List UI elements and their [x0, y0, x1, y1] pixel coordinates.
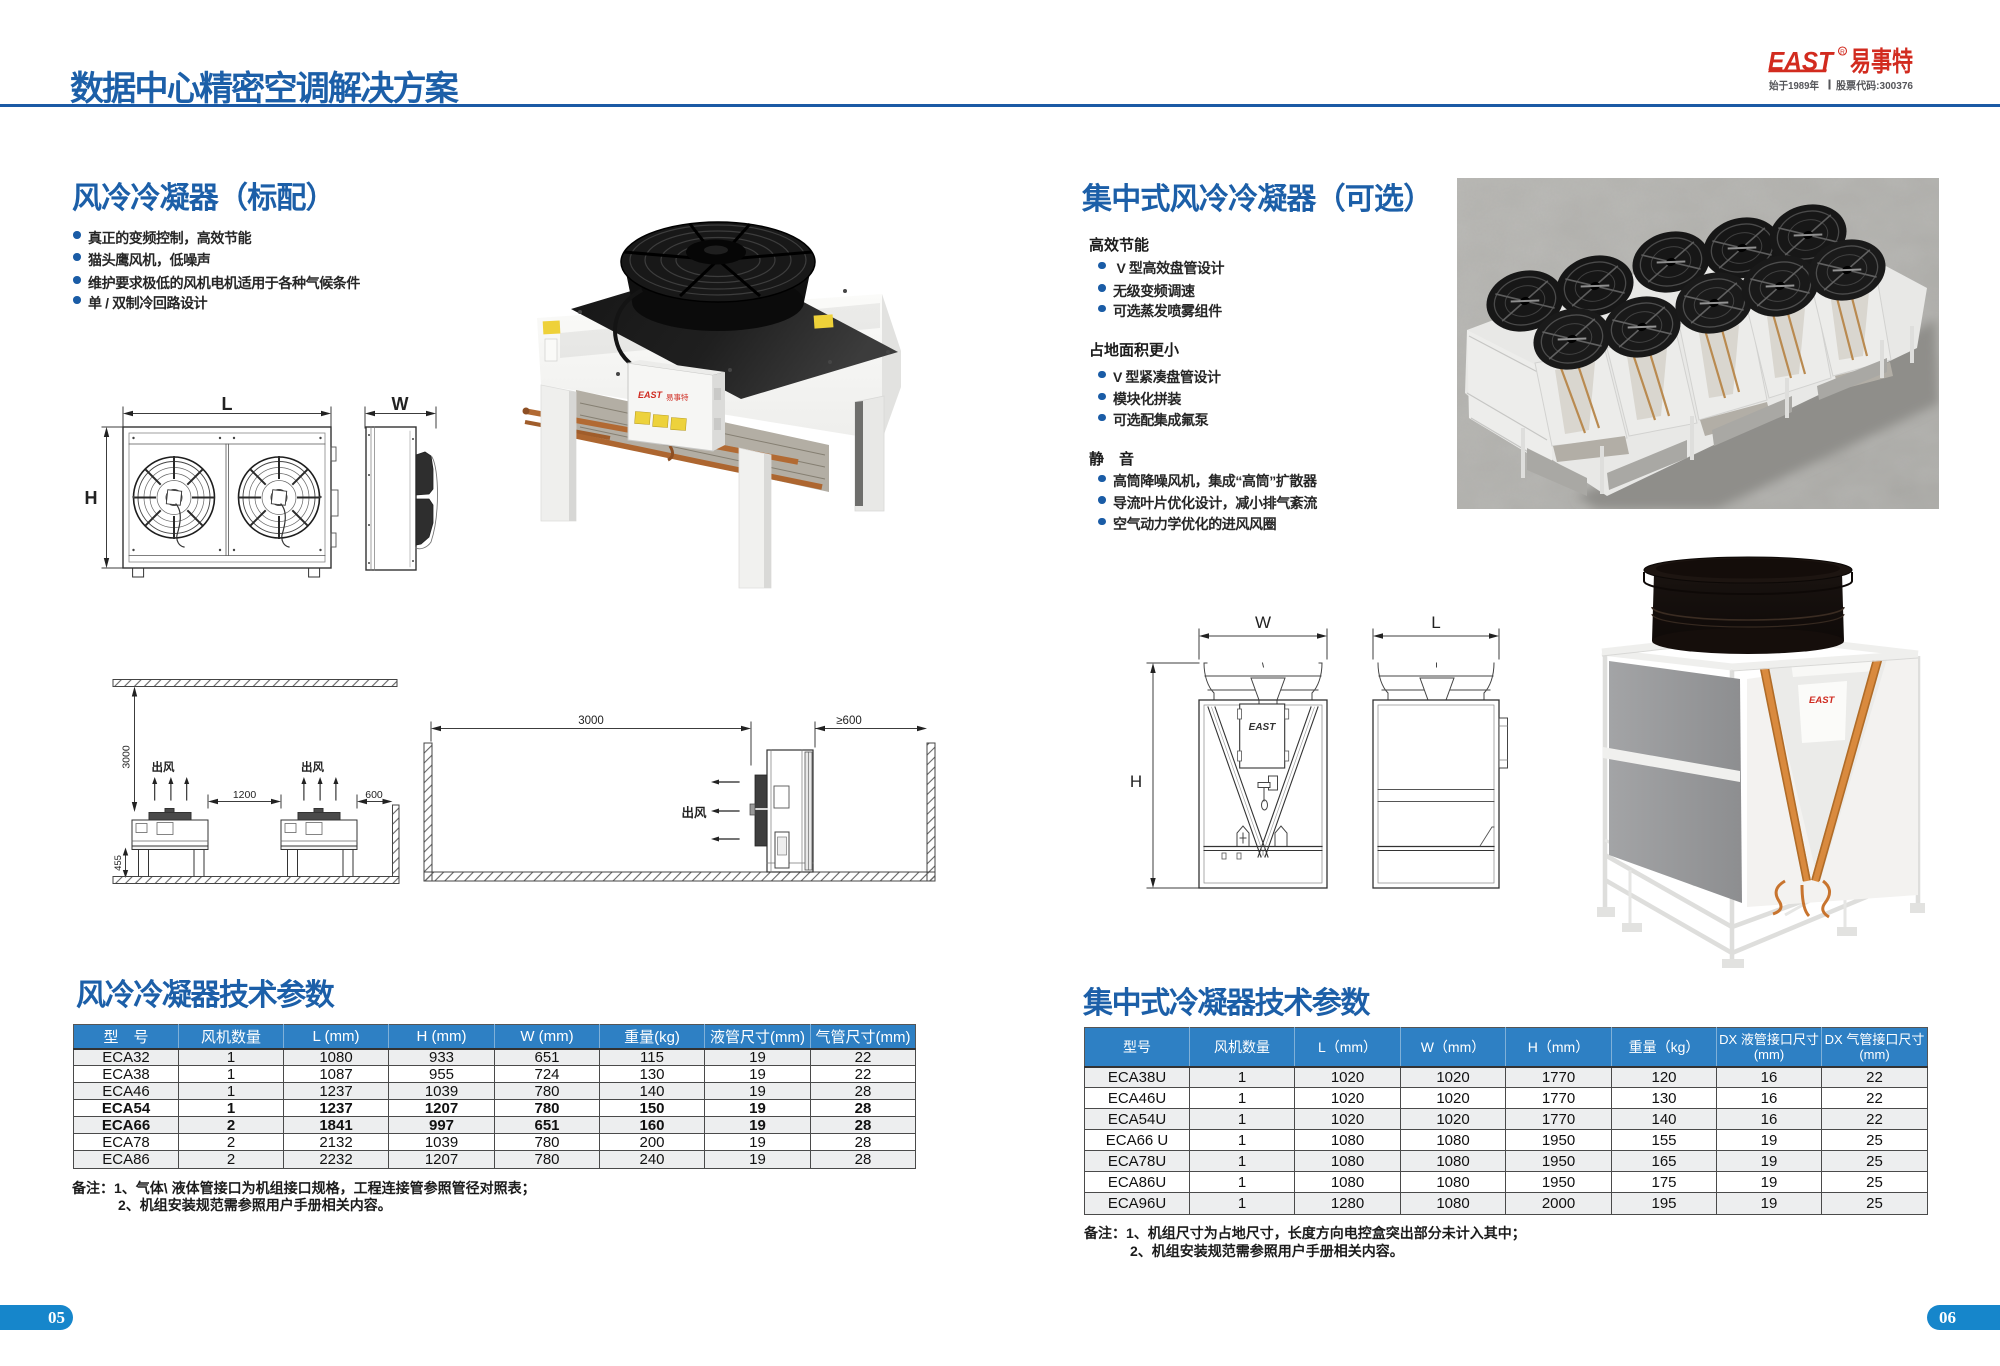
svg-text:始于1989年: 始于1989年 [1769, 79, 1819, 92]
svg-text:≥600: ≥600 [836, 715, 862, 727]
svg-text:3000: 3000 [578, 715, 604, 727]
svg-text:3000: 3000 [121, 745, 133, 769]
svg-text:EAST: EAST [638, 390, 664, 400]
svg-text:L: L [222, 395, 233, 414]
svg-text:易事特: 易事特 [666, 392, 689, 402]
svg-text:455: 455 [113, 855, 124, 871]
svg-text:EAST: EAST [1809, 695, 1836, 706]
svg-text:H: H [1130, 772, 1142, 791]
svg-text:H: H [85, 488, 98, 508]
svg-text:W: W [1255, 613, 1271, 632]
svg-text:1200: 1200 [233, 789, 257, 801]
svg-text:L: L [1431, 613, 1440, 632]
svg-text:R: R [1840, 49, 1845, 56]
svg-text:W: W [392, 395, 409, 414]
svg-text:600: 600 [365, 789, 383, 801]
svg-text:股票代码:300376: 股票代码:300376 [1836, 79, 1913, 92]
svg-text:EAST: EAST [1249, 722, 1277, 733]
svg-text:出风: 出风 [681, 805, 707, 820]
svg-text:易事特: 易事特 [1850, 47, 1913, 77]
svg-text:出风: 出风 [152, 760, 175, 774]
svg-text:出风: 出风 [301, 760, 324, 774]
